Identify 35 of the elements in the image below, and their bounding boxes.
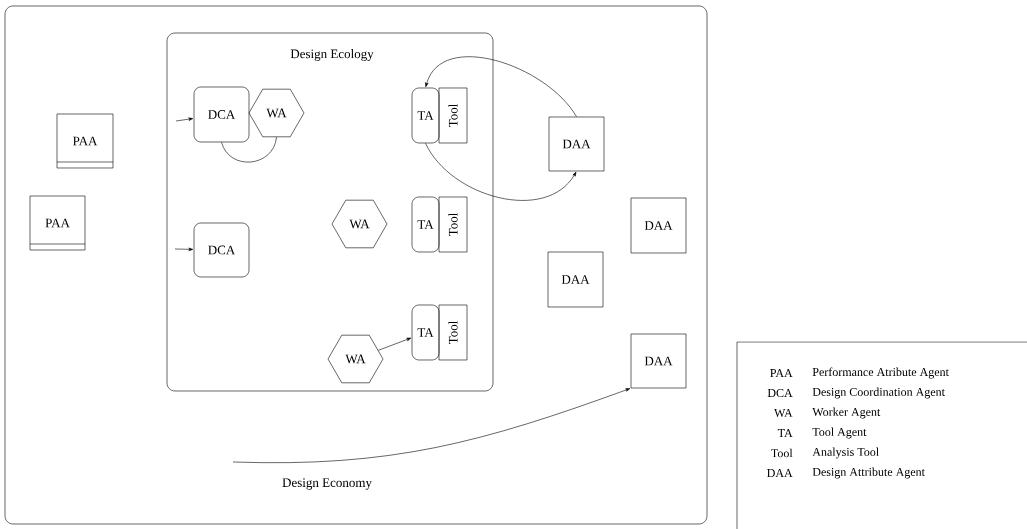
legend-term: PAA bbox=[770, 369, 793, 377]
arrow bbox=[232, 388, 631, 464]
arrow bbox=[378, 337, 412, 351]
agent-box: DAA bbox=[630, 333, 687, 389]
arrow bbox=[175, 117, 194, 122]
hexagon: WA bbox=[248, 88, 305, 138]
hexagon: WA bbox=[327, 334, 384, 384]
agent-box: PAA bbox=[29, 195, 86, 251]
legend-text: Performance Atribute Agent bbox=[812, 367, 949, 379]
legend-text: Tool Agent bbox=[812, 427, 867, 439]
legend-term: WA bbox=[774, 408, 793, 418]
agent-box: PAA bbox=[56, 113, 114, 169]
legend-term: TA bbox=[777, 429, 793, 437]
agent-box: DCA bbox=[193, 222, 250, 278]
legend-term: Tool bbox=[771, 448, 793, 458]
agent-box: TA bbox=[411, 304, 440, 361]
legend-term: DCA bbox=[767, 388, 793, 397]
agent-box: DAA bbox=[547, 251, 604, 308]
agent-box: TA bbox=[411, 87, 440, 144]
arrow bbox=[425, 143, 577, 201]
legend-text: Worker Agent bbox=[812, 407, 881, 419]
legend-text: Design Coordination Agent bbox=[812, 387, 945, 399]
legend-term: DAA bbox=[767, 469, 793, 477]
agent-box: DAA bbox=[630, 197, 687, 254]
agent-box: TA bbox=[411, 196, 440, 253]
hexagon: WA bbox=[331, 199, 388, 249]
tool-box: Tool bbox=[438, 304, 468, 361]
agent-box: DCA bbox=[193, 86, 250, 143]
tool-box: Tool bbox=[438, 87, 468, 144]
agent-box: DAA bbox=[548, 116, 605, 172]
arrow bbox=[425, 56, 577, 117]
legend-text: Analysis Tool bbox=[812, 447, 879, 459]
legend-text: Design Attribute Agent bbox=[812, 467, 925, 479]
arrow bbox=[174, 247, 194, 251]
tool-box: Tool bbox=[438, 196, 468, 253]
